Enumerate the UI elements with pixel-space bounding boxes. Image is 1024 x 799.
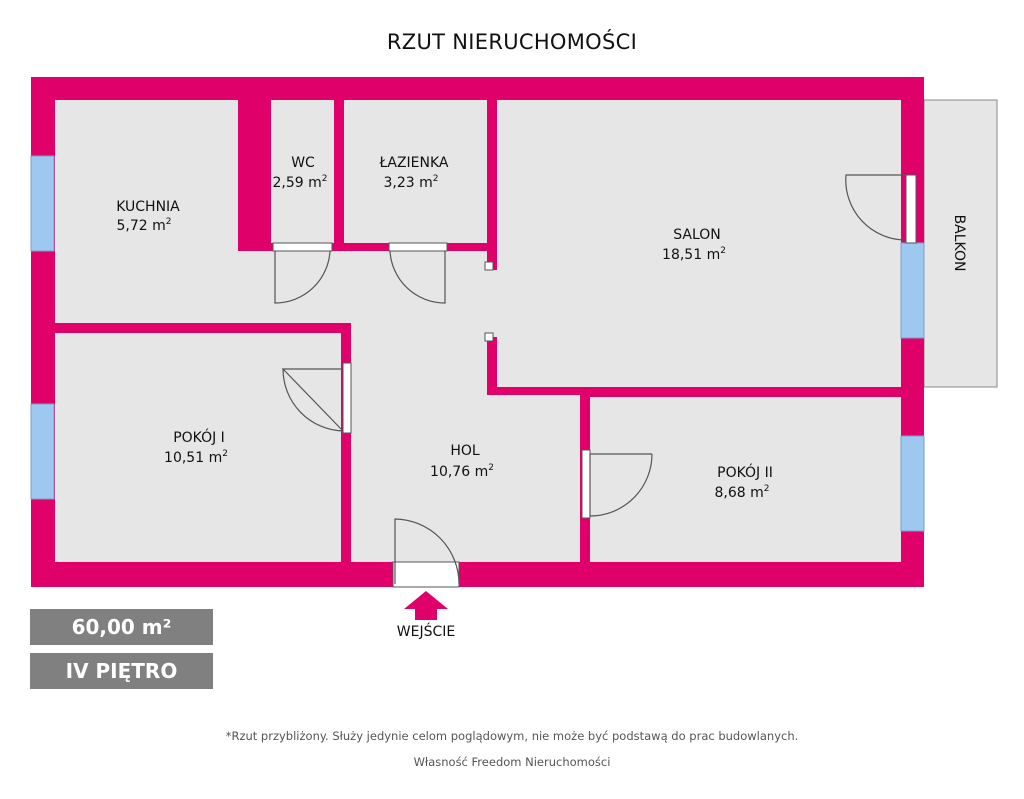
- floor-pokoj1: [55, 333, 341, 562]
- wall-stub-lower: [484, 332, 494, 342]
- label-pokoj1-name: POKÓJ I: [173, 428, 225, 446]
- door-pokoj2-opening: [581, 449, 591, 519]
- door-pokoj1-opening: [342, 362, 352, 434]
- owner-text: Własność Freedom Nieruchomości: [413, 755, 611, 769]
- windows: [30, 155, 925, 532]
- label-pokoj2-name: POKÓJ II: [717, 463, 773, 481]
- floor-wc: [271, 100, 334, 243]
- label-hol-name: HOL: [450, 443, 480, 459]
- wall-stub-upper: [484, 261, 494, 271]
- label-kuchnia-area: 5,72 m2: [117, 217, 172, 234]
- label-lazienka-name: ŁAZIENKA: [379, 155, 449, 171]
- door-lazienka-swing: [389, 250, 446, 304]
- label-salon-area: 18,51 m2: [662, 246, 726, 263]
- floor-badge: IV PIĘTRO: [30, 653, 213, 689]
- door-pokoj1-arc: [282, 368, 344, 432]
- label-pokoj1-area: 10,51 m2: [164, 449, 228, 466]
- window-salon: [900, 242, 925, 339]
- entrance-arrow-icon: [404, 591, 448, 620]
- label-balkon: BALKON: [951, 215, 967, 272]
- floor-salon: [497, 100, 901, 387]
- disclaimer-text: *Rzut przybliżony. Służy jedynie celom p…: [225, 729, 799, 743]
- balcony-door-opening: [905, 174, 917, 244]
- balcony: [923, 99, 998, 388]
- balcony-door-swing: [845, 174, 907, 241]
- door-pokoj2-swing: [589, 453, 652, 516]
- door-entrance-swing: [394, 518, 460, 585]
- door-pokoj2-arc: [589, 453, 653, 517]
- floor-hol-salon-gap: [485, 270, 499, 337]
- entrance-label: WEJŚCIE: [396, 624, 456, 640]
- door-wc-opening: [272, 242, 333, 252]
- label-lazienka-area: 3,23 m2: [384, 174, 439, 191]
- label-pokoj2-area: 8,68 m2: [715, 484, 770, 501]
- label-salon-name: SALON: [673, 227, 721, 243]
- total-area-badge: 60,00 m²: [30, 609, 213, 645]
- label-kuchnia-name: KUCHNIA: [116, 199, 180, 215]
- door-lazienka-opening: [388, 242, 448, 252]
- window-pokoj2: [900, 435, 925, 532]
- door-wc-swing: [274, 250, 331, 304]
- label-hol-area: 10,76 m2: [430, 463, 494, 480]
- floor-lazienka: [344, 100, 487, 243]
- label-wc-name: WC: [291, 155, 315, 171]
- door-entrance-opening: [392, 561, 460, 588]
- window-pokoj1: [30, 403, 55, 500]
- label-wc-area: 2,59 m2: [273, 174, 328, 191]
- floor-hol-lower: [351, 395, 580, 562]
- floor-pokoj2: [590, 397, 901, 562]
- door-openings: [272, 242, 591, 588]
- door-swings: [274, 250, 653, 585]
- room-floors: [55, 100, 901, 562]
- window-kuchnia: [30, 155, 55, 252]
- page-title: RZUT NIERUCHOMOŚCI: [386, 30, 638, 54]
